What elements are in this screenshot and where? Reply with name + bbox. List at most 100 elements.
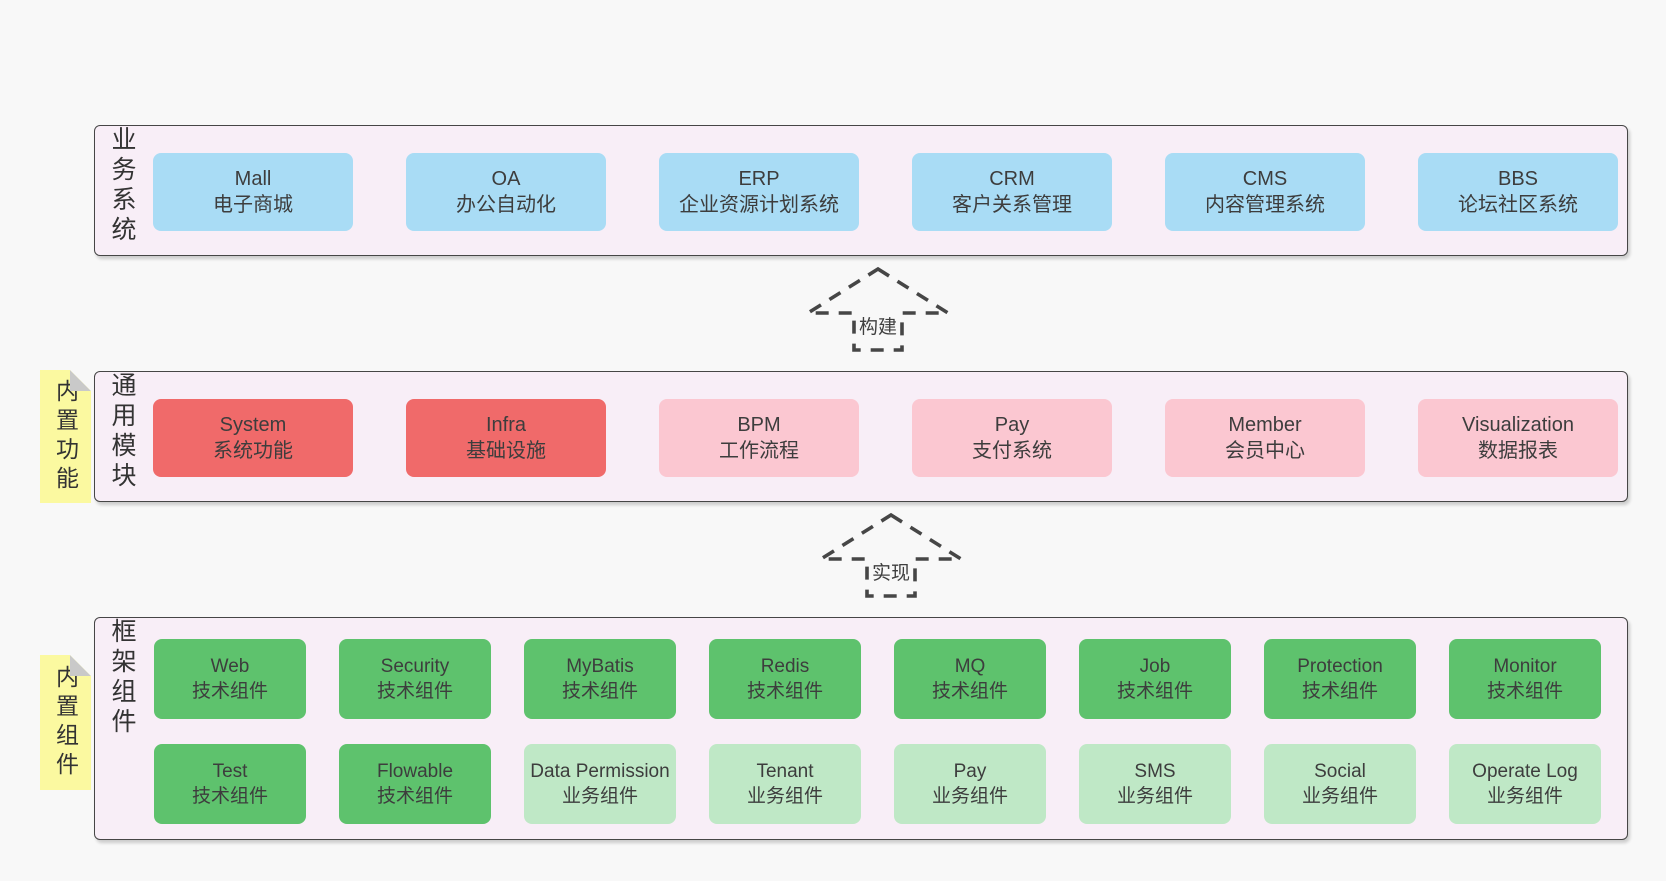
box-title: OA xyxy=(491,167,521,190)
box-subtitle: 技术组件 xyxy=(376,681,453,702)
box-subtitle: 系统功能 xyxy=(213,440,293,462)
box-title: System xyxy=(219,413,287,436)
box-subtitle: 业务组件 xyxy=(931,786,1008,807)
box-subtitle: 基础设施 xyxy=(466,440,546,462)
box-title: ERP xyxy=(738,167,780,190)
box-title: Security xyxy=(380,655,450,677)
box-title: Redis xyxy=(760,655,810,677)
box-title: Pay xyxy=(953,760,987,782)
box-title: Monitor xyxy=(1493,655,1557,677)
common-modules-box-row: System 系统功能 Infra 基础设施 BPM 工作流程 Pay 支付系统 Member 会… xyxy=(153,399,1618,477)
box-subtitle: 办公自动化 xyxy=(456,194,556,216)
box-system: System 系统功能 xyxy=(153,399,353,477)
band-common-modules-label: 通用模块 xyxy=(108,372,136,492)
box-sms: SMS 业务组件 xyxy=(1079,744,1231,824)
box-subtitle: 电子商城 xyxy=(213,194,293,216)
box-subtitle: 支付系统 xyxy=(972,440,1052,462)
sticky-note-text: 内置功能 xyxy=(52,378,79,495)
box-bpm: BPM 工作流程 xyxy=(659,399,859,477)
band-common-modules: 通用模块 System 系统功能 Infra 基础设施 BPM 工作流程 Pay 支付系统 Me… xyxy=(94,371,1628,502)
box-title: Infra xyxy=(485,413,527,436)
box-protection: Protection 技术组件 xyxy=(1264,639,1416,719)
sticky-note-text: 内置组件 xyxy=(52,664,79,781)
box-pay: Pay 业务组件 xyxy=(894,744,1046,824)
box-flowable: Flowable 技术组件 xyxy=(339,744,491,824)
box-title: Operate Log xyxy=(1472,760,1578,782)
box-subtitle: 企业资源计划系统 xyxy=(679,194,839,216)
box-title: Member xyxy=(1228,413,1302,436)
box-member: Member 会员中心 xyxy=(1165,399,1365,477)
box-bbs: BBS 论坛社区系统 xyxy=(1418,153,1618,231)
box-title: Protection xyxy=(1297,655,1383,677)
arrow-build-label: 构建 xyxy=(856,312,900,339)
box-title: MQ xyxy=(954,655,986,677)
box-subtitle: 业务组件 xyxy=(746,786,823,807)
box-test: Test 技术组件 xyxy=(154,744,306,824)
box-operate-log: Operate Log 业务组件 xyxy=(1449,744,1601,824)
box-tenant: Tenant 业务组件 xyxy=(709,744,861,824)
box-subtitle: 会员中心 xyxy=(1225,440,1305,462)
box-title: BBS xyxy=(1497,167,1539,190)
box-subtitle: 技术组件 xyxy=(1486,681,1563,702)
box-monitor: Monitor 技术组件 xyxy=(1449,639,1601,719)
box-oa: OA 办公自动化 xyxy=(406,153,606,231)
box-infra: Infra 基础设施 xyxy=(406,399,606,477)
box-subtitle: 技术组件 xyxy=(931,681,1008,702)
arrow-up-implement: 实现 xyxy=(818,512,964,598)
box-subtitle: 业务组件 xyxy=(1301,786,1378,807)
dashed-up-arrow-icon xyxy=(805,266,951,352)
box-subtitle: 论坛社区系统 xyxy=(1458,194,1578,216)
box-subtitle: 技术组件 xyxy=(376,786,453,807)
box-subtitle: 技术组件 xyxy=(1116,681,1193,702)
box-title: Pay xyxy=(994,413,1030,436)
arrow-implement-label: 实现 xyxy=(869,558,913,585)
box-subtitle: 工作流程 xyxy=(719,440,799,462)
box-mybatis: MyBatis 技术组件 xyxy=(524,639,676,719)
sticky-note-built-in-features: 内置功能 xyxy=(40,370,91,503)
box-title: Flowable xyxy=(376,760,454,782)
band-framework-components: 框架组件 Web 技术组件 Security 技术组件 MyBatis 技术组件 Redis… xyxy=(94,617,1628,840)
box-title: BPM xyxy=(737,413,781,436)
sticky-fold-corner-icon xyxy=(70,370,91,391)
box-title: CMS xyxy=(1242,167,1288,190)
box-title: Web xyxy=(210,655,250,677)
sticky-note-built-in-components: 内置组件 xyxy=(40,655,91,790)
box-subtitle: 技术组件 xyxy=(191,681,268,702)
box-title: SMS xyxy=(1134,760,1176,782)
box-visualization: Visualization 数据报表 xyxy=(1418,399,1618,477)
sticky-fold-corner-icon xyxy=(70,655,91,676)
box-erp: ERP 企业资源计划系统 xyxy=(659,153,859,231)
box-subtitle: 业务组件 xyxy=(1486,786,1563,807)
box-data-permission: Data Permission 业务组件 xyxy=(524,744,676,824)
box-title: Job xyxy=(1139,655,1171,677)
arrow-up-build: 构建 xyxy=(805,266,951,352)
box-mq: MQ 技术组件 xyxy=(894,639,1046,719)
box-subtitle: 业务组件 xyxy=(1116,786,1193,807)
box-job: Job 技术组件 xyxy=(1079,639,1231,719)
box-subtitle: 业务组件 xyxy=(561,786,638,807)
box-web: Web 技术组件 xyxy=(154,639,306,719)
box-title: Tenant xyxy=(756,760,814,782)
box-subtitle: 内容管理系统 xyxy=(1205,194,1325,216)
box-subtitle: 技术组件 xyxy=(191,786,268,807)
box-cms: CMS 内容管理系统 xyxy=(1165,153,1365,231)
box-title: Data Permission xyxy=(530,760,670,782)
box-title: MyBatis xyxy=(566,655,634,677)
band-framework-components-label: 框架组件 xyxy=(108,618,136,738)
box-title: CRM xyxy=(989,167,1035,190)
box-title: Visualization xyxy=(1462,413,1574,436)
box-subtitle: 技术组件 xyxy=(1301,681,1378,702)
box-title: Test xyxy=(212,760,248,782)
dashed-up-arrow-icon xyxy=(818,512,964,598)
box-subtitle: 技术组件 xyxy=(561,681,638,702)
box-security: Security 技术组件 xyxy=(339,639,491,719)
box-subtitle: 数据报表 xyxy=(1478,440,1558,462)
